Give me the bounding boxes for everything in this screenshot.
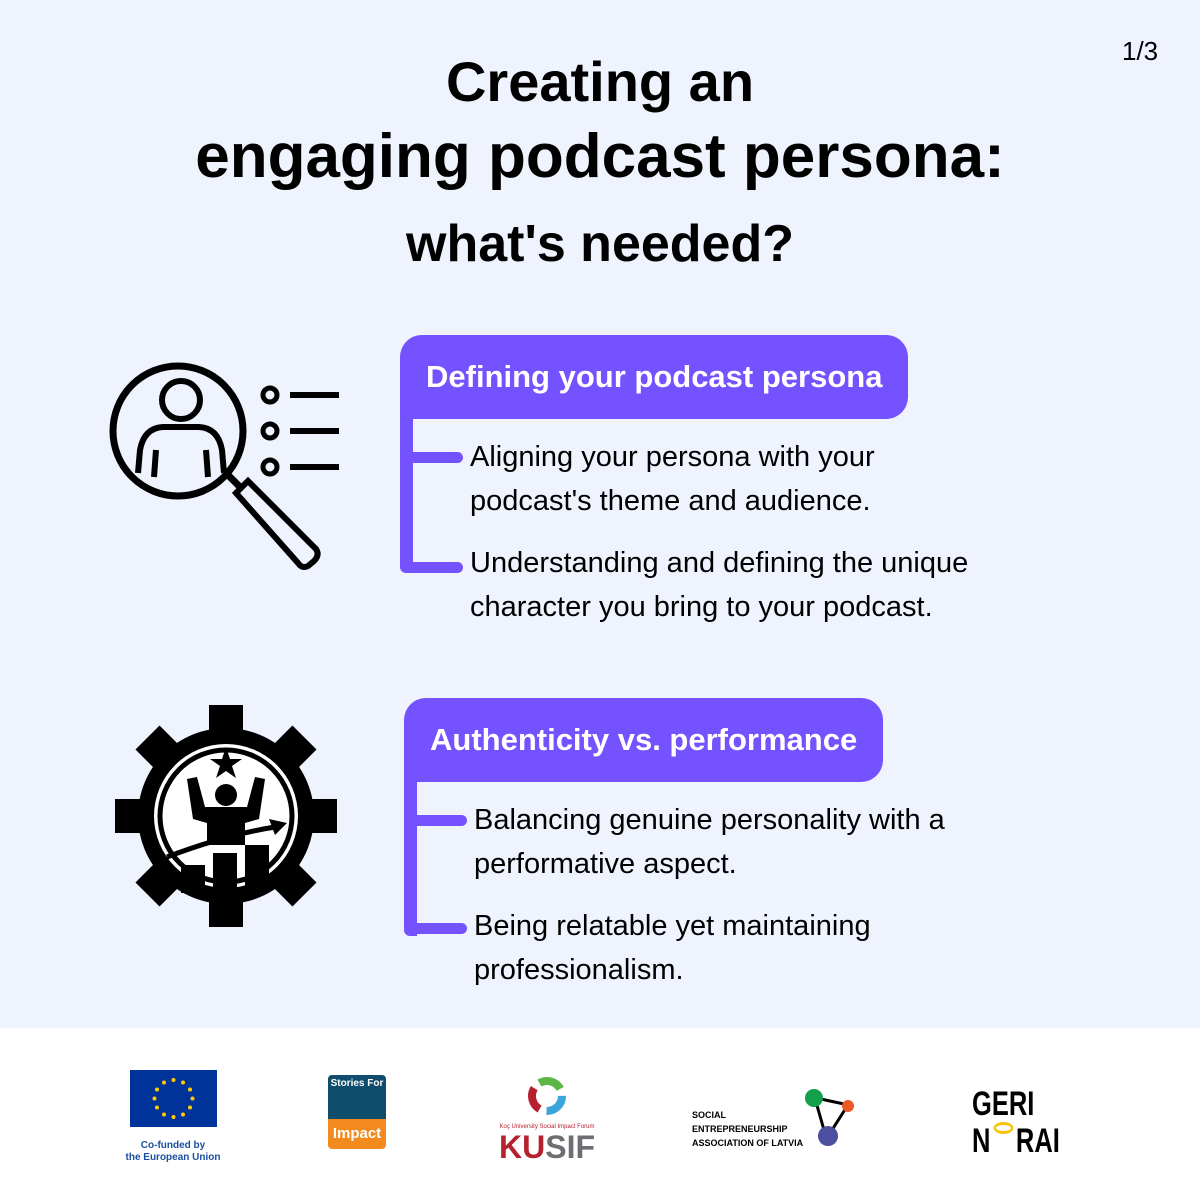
stories-top: Stories For	[328, 1075, 386, 1119]
tree-branch	[410, 562, 463, 573]
latvia-text-2: ENTREPRENEURSHIP	[692, 1124, 788, 1134]
tree-branch	[414, 815, 467, 826]
page-number: 1/3	[1122, 36, 1159, 66]
latvia-text-3: ASSOCIATION OF LATVIA	[692, 1138, 804, 1148]
bullet-text: Being relatable yet maintaining professi…	[474, 910, 871, 986]
bullet-text: Balancing genuine personality with a per…	[474, 804, 945, 880]
tree-branch	[410, 452, 463, 463]
tree-branch	[414, 923, 467, 934]
page-title-line3: what's needed?	[406, 215, 794, 273]
bullet-text: Aligning your persona with your podcast'…	[470, 441, 875, 517]
tree-connector	[404, 781, 417, 936]
eu-logo: Co-funded by the European Union	[118, 1070, 228, 1164]
eu-text-2: the European Union	[125, 1152, 221, 1163]
section-heading-authenticity: Authenticity vs. performance	[404, 698, 884, 782]
kusif-sif: SIF	[545, 1129, 595, 1165]
gerinorai-logo: GERI N RAI	[972, 1086, 1060, 1159]
kusif-ring-icon	[528, 1077, 566, 1115]
footer-logos: Co-funded by the European Union Stories …	[0, 1028, 1200, 1200]
gear-achievement-icon	[115, 705, 337, 927]
gerinorai-rai: RAI	[1015, 1122, 1060, 1160]
tree-connector	[400, 418, 413, 573]
kusif-logo: Koç University Social Impact Forum KUSIF	[488, 1074, 606, 1163]
page-title-line1: Creating an	[445, 50, 755, 113]
kusif-ku: KU	[499, 1129, 546, 1165]
kusif-subtitle: Koç University Social Impact Forum	[499, 1124, 595, 1130]
latvia-logo-text: SOCIAL ENTREPRENEURSHIP ASSOCIATION OF L…	[692, 1108, 803, 1150]
gerinorai-n: N	[972, 1122, 991, 1160]
bullet-text: Understanding and defining the unique ch…	[470, 547, 969, 623]
stories-for-impact-logo: Stories For Impact	[328, 1075, 386, 1157]
bullet-list: Aligning your persona with your podcast'…	[470, 435, 1070, 629]
latvia-network-icon	[805, 1089, 854, 1146]
eu-flag-icon	[129, 1070, 217, 1127]
gerinorai-line1: GERI	[972, 1085, 1035, 1123]
latvia-text-1: SOCIAL	[692, 1110, 727, 1120]
search-person-icon	[109, 362, 339, 570]
section-heading-defining: Defining your podcast persona	[400, 335, 909, 419]
stories-bottom: Impact	[328, 1119, 386, 1149]
halo-icon	[993, 1122, 1013, 1134]
page-title-line2: engaging podcast persona:	[195, 122, 1005, 191]
eu-text-1: Co-funded by	[140, 1140, 206, 1151]
bullet-list: Balancing genuine personality with a per…	[474, 798, 1114, 992]
